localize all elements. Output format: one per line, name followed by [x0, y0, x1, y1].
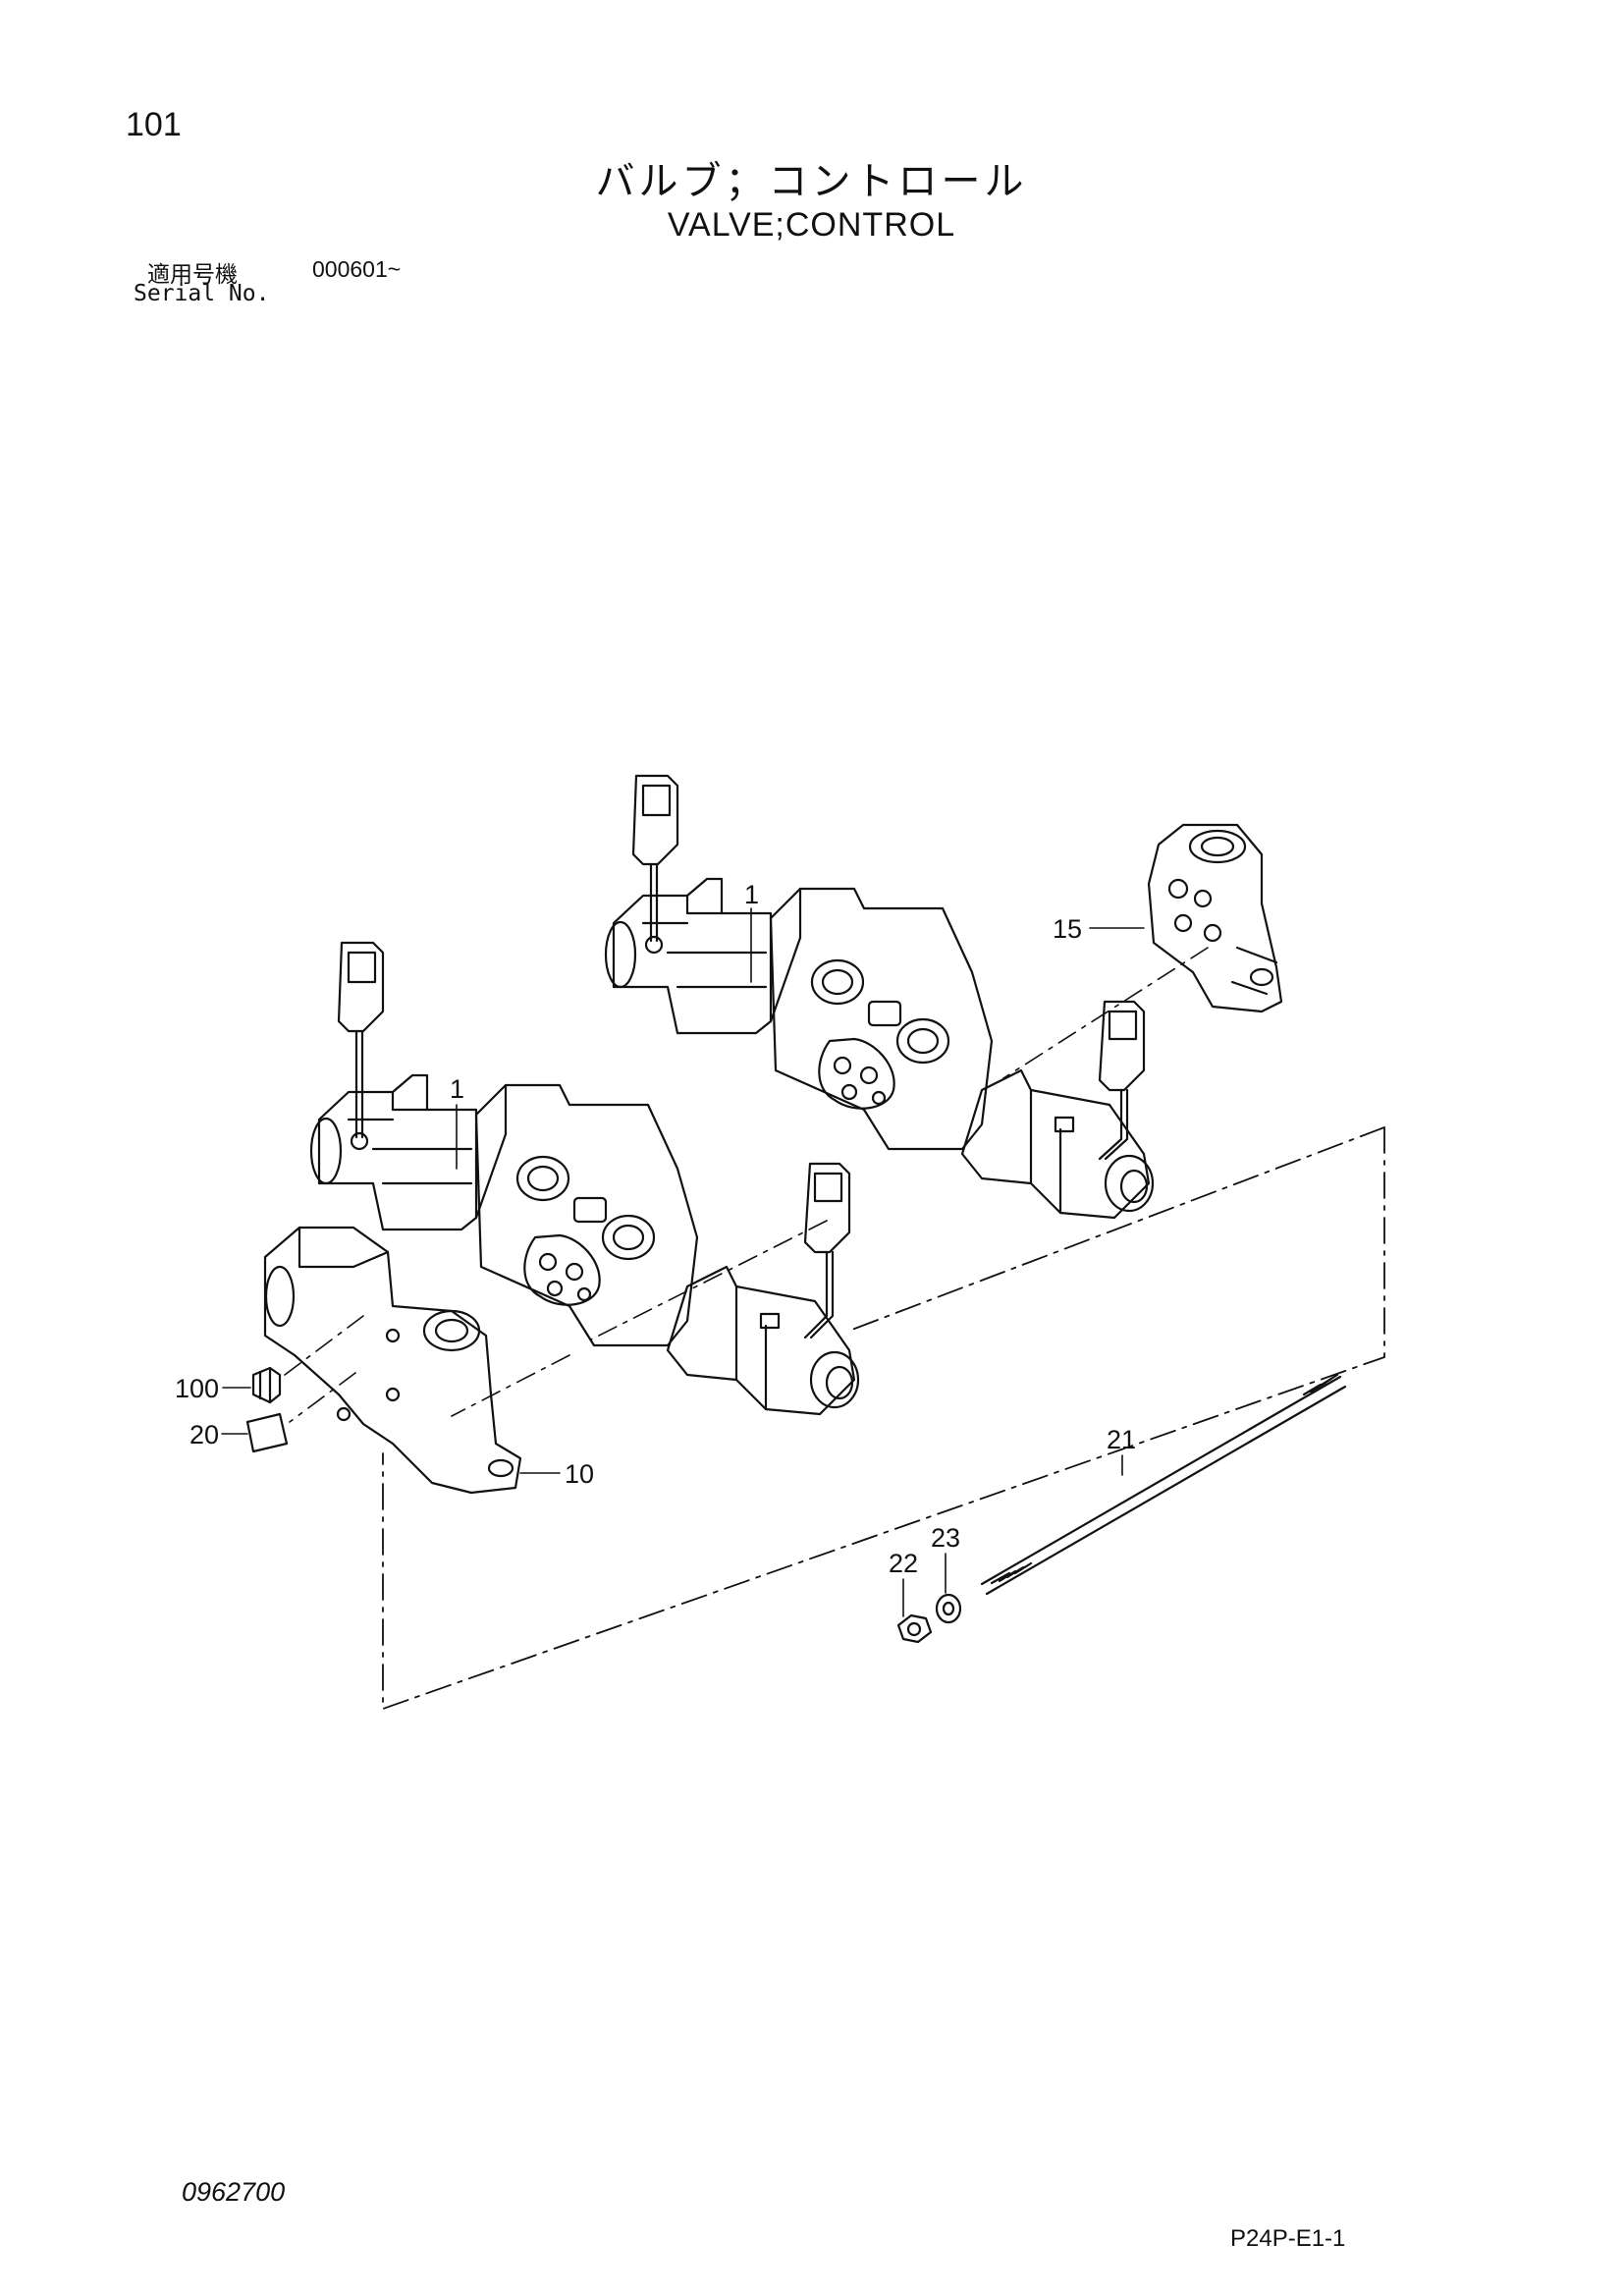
document-code: 0962700: [182, 2177, 286, 2207]
plate-part-20: [245, 1412, 289, 1453]
tie-bolt-part-21: [980, 1373, 1347, 1596]
callout-23: 23: [931, 1523, 960, 1553]
serial-label-english: Serial No.: [134, 281, 270, 306]
page-number: 101: [126, 106, 182, 143]
callout-10: 10: [565, 1459, 594, 1489]
callout-100: 100: [175, 1374, 219, 1403]
serial-label-japanese: 適用号機: [147, 262, 238, 288]
upper-right-connector: [1098, 1000, 1146, 1161]
lower-left-connector: [337, 941, 385, 1139]
callout-20: 20: [189, 1420, 219, 1449]
nut-part-22: [896, 1613, 933, 1644]
alignment-lines: [284, 947, 1209, 1423]
callout-15: 15: [1053, 914, 1082, 944]
callout-1-upper: 1: [744, 880, 759, 909]
lower-valve-section: [309, 1073, 860, 1416]
washer-part-23: [935, 1593, 962, 1624]
page-code: P24P-E1-1: [1230, 2225, 1346, 2252]
title-japanese: バルブ；コントロール: [595, 159, 1028, 204]
lower-right-connector: [803, 1162, 851, 1339]
title-english: VALVE;CONTROL: [667, 206, 956, 244]
callout-21: 21: [1107, 1425, 1136, 1454]
end-cover-part-10: [263, 1226, 522, 1495]
upper-left-connector: [631, 774, 679, 943]
callout-1-lower: 1: [450, 1074, 464, 1104]
upper-valve-section: [604, 877, 1155, 1220]
plug-part-100: [251, 1366, 282, 1404]
callout-22: 22: [889, 1549, 918, 1578]
assembly-outline: [382, 1126, 1385, 1710]
serial-value: 000601~: [312, 256, 402, 282]
inlet-cover-part-15: [1147, 823, 1283, 1013]
leader-lines: [221, 907, 1145, 1617]
